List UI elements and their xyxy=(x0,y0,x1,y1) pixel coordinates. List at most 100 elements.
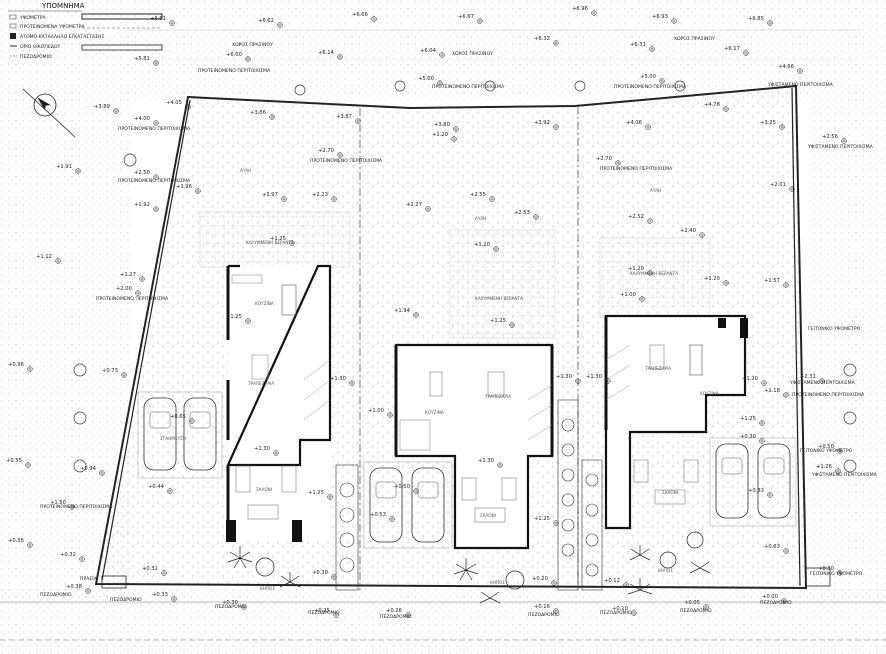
elevation-e39: +2.53 xyxy=(514,210,539,220)
elevation-e93: +0.25 xyxy=(314,608,339,618)
note-existing-4: ΥΦΙΣΤΑΜΕΝΟ ΠΕΡΙΤΟΙΧΙΣΜΑ xyxy=(811,472,878,478)
elevation-e12: +6.31 xyxy=(630,42,655,52)
note-proposed-2: ΠΡΟΤΕΙΝΟΜΕΝΟ ΠΕΡΙΤΟΙΧΙΣΜΑ xyxy=(432,84,505,90)
elevation-e57: +0.73 xyxy=(102,368,127,378)
planters xyxy=(335,399,603,591)
elevation-e11: +6.32 xyxy=(534,36,559,46)
garden-1-label: ΚΗΠΟΣ xyxy=(260,586,275,591)
elevation-e80: +1.25 xyxy=(534,516,559,526)
parking-1 xyxy=(137,391,223,479)
elevation-e55: +1.00 xyxy=(620,292,645,302)
elevation-e8: +5.81 xyxy=(134,56,159,66)
note-proposed-3: ΠΡΟΤΕΙΝΟΜΕΝΟ ΠΕΡΙΤΟΙΧΙΣΜΑ xyxy=(614,84,687,90)
house-2: ΚΟΥΖΙΝΑ ΤΡΑΠΕΖΑΡΙΑ ΣΑΛΟΝΙ xyxy=(394,343,554,550)
elevation-e48: +2.00 xyxy=(116,286,141,296)
elevation-value: +6.14 xyxy=(318,50,335,56)
elevation-value: +2.52 xyxy=(628,214,644,220)
elevation-e41: +2.01 xyxy=(770,182,795,192)
elevation-value: +0.32 xyxy=(60,552,76,558)
garden-3-label: ΚΗΠΟΣ xyxy=(658,568,673,573)
elevation-value: +1.30 xyxy=(556,374,572,380)
elevation-value: +6.67 xyxy=(458,14,474,20)
elevation-e87: +0.33 xyxy=(152,592,177,602)
house-2-living: ΣΑΛΟΝΙ xyxy=(480,513,496,518)
house-2-kitchen: ΚΟΥΖΙΝΑ xyxy=(425,410,444,415)
elevation-value: +4.06 xyxy=(626,120,642,126)
house-3-kitchen: ΚΟΥΖΙΝΑ xyxy=(700,391,719,396)
house-1-kitchen: ΚΟΥΖΙΝΑ xyxy=(255,301,274,306)
yard-3-label: ΑΥΛΗ xyxy=(650,188,661,193)
elevation-e97: +0.05 xyxy=(684,600,709,610)
elevation-e27: +3.25 xyxy=(760,120,785,130)
elevation-value: +2.70 xyxy=(318,148,334,154)
note-proposed-1: ΠΡΟΤΕΙΝΟΜΕΝΟ ΠΕΡΙΤΟΙΧΙΣΜΑ xyxy=(198,68,271,74)
elevation-value: +2.40 xyxy=(680,228,696,234)
pavement-label-2: ΠΕΖΟΔΡΟΜΙΟ xyxy=(110,597,142,603)
elevation-e91: +0.30 xyxy=(818,566,843,576)
terrace-3 xyxy=(599,237,711,319)
elevation-value: +2.31 xyxy=(800,374,816,380)
elevation-value: +0.53 xyxy=(370,512,386,518)
elevation-e9: +6.14 xyxy=(318,50,343,60)
zone-label-top-left: ΧΩΡΟΣ ΠΡΑΣΙΝΟΥ xyxy=(232,42,273,48)
elevation-value: +1.94 xyxy=(394,308,411,314)
elevation-e29: +4.00 xyxy=(134,116,159,126)
elevation-value: +1.30 xyxy=(254,446,270,452)
elevation-e45: +1.12 xyxy=(36,254,61,264)
pavement-label-5: ΠΕΖΟΔΡΟΜΙΟ xyxy=(380,614,412,620)
elevation-e79: +0.53 xyxy=(370,512,395,522)
house-3: ΚΟΥΖΙΝΑ ΤΡΑΠΕΖΑΡΙΑ ΣΑΛΟΝΙ xyxy=(604,314,748,530)
elevation-value: +6.61 xyxy=(150,16,166,22)
elevation-e76: +0.50 xyxy=(394,484,419,494)
elevation-value: +4.05 xyxy=(166,100,182,106)
elevation-e18: +3.86 xyxy=(250,110,275,120)
elevation-value: +6.32 xyxy=(534,36,550,42)
legend-item-4: ΟΡΙΟ ΟΙΚΟΠΕΔΟΥ xyxy=(20,44,61,50)
elevation-value: +2.23 xyxy=(312,192,328,198)
elevation-e75: +1.25 xyxy=(308,490,333,500)
elevation-e74: +0.44 xyxy=(148,484,173,494)
elevation-value: +0.63 xyxy=(764,544,780,550)
elevation-e67: +0.30 xyxy=(740,434,765,444)
note-existing-2: ΥΦΙΣΤΑΜΕΝΟ ΠΕΡΙΤΟΙΧΙΣΜΑ xyxy=(807,144,874,150)
elevation-e73: +1.26 xyxy=(816,464,841,474)
legend-item-3: ΑΤΟΜΟ ΚΑΤΑΛΛΗΛΟ ΕΓΚΑΤΑΣΤΑΣΗΣ xyxy=(20,34,104,40)
elevation-e86: +0.38 xyxy=(66,584,91,594)
elevation-value: +6.93 xyxy=(652,14,668,20)
elevation-value: +1.20 xyxy=(432,132,448,138)
elevation-e17: +5.00 xyxy=(640,74,665,84)
elevation-e94: +0.26 xyxy=(386,608,411,618)
elevation-e47: +1.27 xyxy=(120,272,145,282)
elevation-value: +2.50 xyxy=(134,170,150,176)
south-pavement xyxy=(0,588,886,654)
elevation-value: +0.33 xyxy=(152,592,168,598)
elevation-e65: +1.18 xyxy=(764,388,789,398)
north-arrow-icon xyxy=(22,88,76,138)
pavement-label-1: ΠΕΖΟΔΡΟΜΙΟ xyxy=(40,592,72,598)
elevation-e36: +2.23 xyxy=(312,192,337,202)
elevation-e31: +2.70 xyxy=(596,156,621,166)
elevation-e40: +2.52 xyxy=(628,214,653,224)
elevation-e68: +0.50 xyxy=(818,444,843,454)
elevation-value: +1.30 xyxy=(330,376,346,382)
elevation-value: +5.00 xyxy=(418,76,434,82)
elevation-value: +1.12 xyxy=(36,254,52,260)
elevation-e77: +0.83 xyxy=(748,488,773,498)
elevation-e7: +6.85 xyxy=(748,16,773,26)
elevation-e53: +1.25 xyxy=(226,314,251,324)
elevation-value: +1.25 xyxy=(740,416,756,422)
terrace-3-label: ΚΑΛΥΜΜΕΝΗ ΒΕΡΑΝΤΑ xyxy=(630,271,678,276)
elevation-e4: +6.67 xyxy=(458,14,483,24)
zone-label-top-right: ΧΩΡΟΣ ΠΡΑΣΙΝΟΥ xyxy=(674,36,715,42)
elevation-e20: +3.80 xyxy=(434,122,459,132)
elevation-e26: +1.20 xyxy=(432,132,457,142)
elevation-value: +3.92 xyxy=(534,120,550,126)
elevation-e88: +0.30 xyxy=(222,600,247,610)
elevation-e13: +6.17 xyxy=(724,46,749,56)
elevation-value: +1.20 xyxy=(474,242,490,248)
terrace-2 xyxy=(449,229,556,339)
elevation-value: +0.38 xyxy=(66,584,82,590)
elevation-value: +0.30 xyxy=(818,566,834,572)
elevation-e90: +0.12 xyxy=(604,578,629,588)
elevation-e30: +2.70 xyxy=(318,148,343,158)
